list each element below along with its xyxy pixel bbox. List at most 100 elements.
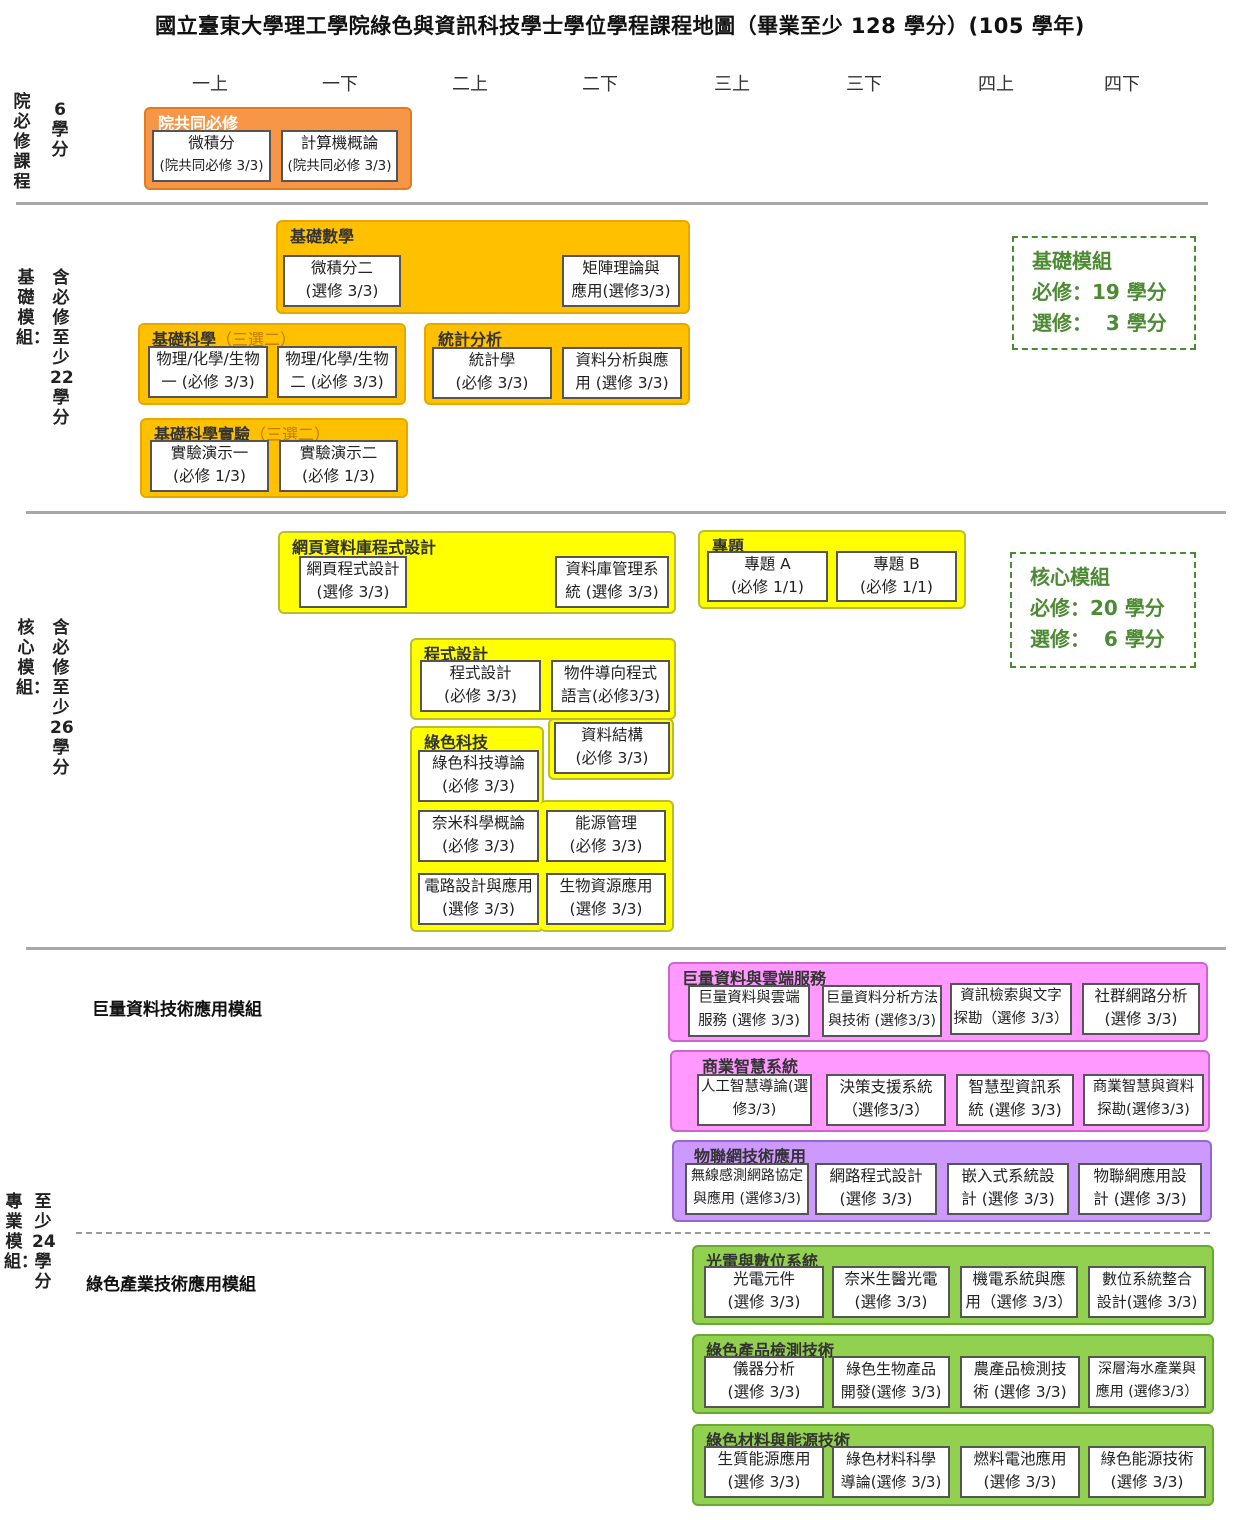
semester-header: 三下 (846, 74, 882, 95)
course-box[interactable]: 物聯網應用設計 (選修 3/3) (1078, 1163, 1202, 1215)
course-box[interactable]: 網頁程式設計(選修 3/3) (299, 556, 407, 608)
course-box[interactable]: 商業智慧與資料探勘(選修3/3) (1083, 1074, 1204, 1126)
semester-header: 二上 (452, 74, 488, 95)
course-text: (院共同必修 3/3) (159, 158, 264, 174)
module-label-bigdata: 巨量資料技術應用模組 (92, 1000, 262, 1020)
course-box[interactable]: 微積分二(選修 3/3) (283, 255, 401, 307)
course-box[interactable]: 光電元件(選修 3/3) (704, 1266, 824, 1318)
group-title: 基礎數學 (290, 227, 355, 246)
course-box[interactable]: 奈米科學概論(必修 3/3) (418, 810, 539, 862)
course-text: 儀器分析 (732, 1360, 795, 1378)
course-text: (選修 3/3) (854, 1293, 928, 1311)
course-box[interactable]: 能源管理(必修 3/3) (546, 810, 666, 862)
course-box[interactable]: 網路程式設計(選修 3/3) (815, 1163, 937, 1215)
course-text: 實驗演示二 (299, 444, 378, 462)
section-label-basic: 基礎模組： (16, 268, 50, 348)
section-credits-college: 6學分 (51, 100, 69, 160)
course-box[interactable]: 數位系統整合設計(選修 3/3) (1088, 1266, 1206, 1318)
course-box[interactable]: 物理/化學/生物一 (必修 3/3) (148, 346, 268, 398)
course-text: 物理/化學/生物 (156, 350, 260, 368)
course-box[interactable]: 決策支援系統 （選修3/3） (826, 1074, 946, 1126)
course-text: (選修 3/3) (569, 900, 643, 918)
course-text: 物聯網應用設 (1093, 1167, 1187, 1185)
course-box[interactable]: 微積分 (院共同必修 3/3) (152, 130, 271, 182)
course-box[interactable]: 深層海水產業與應用 (選修3/3） (1088, 1356, 1206, 1408)
course-box[interactable]: 資訊檢索與文字探勘（選修 3/3） (950, 983, 1072, 1035)
course-text: 生質能源應用 (717, 1450, 811, 1468)
course-box[interactable]: 專題 B(必修 1/1) (836, 551, 957, 602)
course-box[interactable]: 資料庫管理系統 (選修 3/3) (555, 556, 669, 608)
course-text: 決策支援系統 (839, 1078, 933, 1096)
course-box[interactable]: 物理/化學/生物二 (必修 3/3) (277, 346, 397, 398)
course-text: 農產品檢測技 (973, 1360, 1067, 1378)
section-credits-pro: 至少24學分 (32, 1192, 56, 1292)
course-box[interactable]: 生物資源應用(選修 3/3) (546, 873, 666, 925)
course-text: 微積分 (188, 134, 235, 152)
course-box[interactable]: 綠色能源技術(選修 3/3) (1088, 1446, 1206, 1498)
course-box[interactable]: 計算機概論(院共同必修 3/3) (281, 130, 398, 182)
course-box[interactable]: 巨量資料分析方法與技術 (選修3/3) (822, 985, 942, 1037)
course-box[interactable]: 社群網路分析(選修 3/3) (1082, 983, 1200, 1035)
course-text: 網路程式設計 (829, 1167, 923, 1185)
course-box[interactable]: 資料分析與應用 (選修 3/3) (562, 347, 682, 399)
course-box[interactable]: 燃料電池應用(選修 3/3) (960, 1446, 1080, 1498)
course-text: 探勘(選修3/3) (1097, 1102, 1190, 1118)
group-title: 商業智慧系統 (702, 1057, 799, 1076)
course-box[interactable]: 綠色材料科學導論(選修 3/3) (832, 1446, 950, 1498)
course-box[interactable]: 綠色科技導論(必修 3/3) (418, 750, 539, 802)
course-text: 物理/化學/生物 (285, 350, 389, 368)
course-text: (必修 1/1) (731, 578, 804, 596)
course-box[interactable]: 農產品檢測技術 (選修 3/3) (960, 1356, 1080, 1408)
course-text: (選修 3/3) (727, 1473, 801, 1491)
course-box[interactable]: 無線感測網路協定與應用 (選修3/3) (685, 1163, 809, 1215)
course-text: 無線感測網路協定 (691, 1168, 803, 1184)
course-box[interactable]: 資料結構(必修 3/3) (554, 722, 670, 774)
semester-header: 一下 (322, 74, 358, 95)
group-title: 物聯網技術應用 (694, 1147, 807, 1166)
course-box[interactable]: 儀器分析(選修 3/3) (704, 1356, 824, 1408)
semester-header: 一上 (192, 74, 228, 95)
course-text: 網頁程式設計 (306, 560, 400, 578)
course-text: （選修3/3） (842, 1101, 930, 1119)
course-text: 資料庫管理系 (565, 560, 659, 578)
course-box[interactable]: 程式設計(必修 3/3) (420, 660, 541, 712)
course-box[interactable]: 人工智慧導論(選修3/3) (697, 1074, 812, 1126)
course-text: 計 (選修 3/3) (1093, 1190, 1187, 1208)
group-title: 基礎科學（三選二） (152, 330, 297, 349)
course-box[interactable]: 生質能源應用 (選修 3/3) (704, 1446, 824, 1498)
course-text: 統 (選修 3/3) (968, 1101, 1062, 1119)
course-text: (必修 1/3) (302, 467, 375, 485)
course-text: (選修 3/3) (1110, 1473, 1184, 1491)
course-text: 與應用 (選修3/3) (693, 1191, 801, 1207)
semester-header: 四上 (978, 74, 1014, 95)
course-box[interactable]: 專題 A(必修 1/1) (707, 551, 828, 602)
section-divider (26, 511, 1226, 514)
course-text: (選修 3/3) (442, 900, 515, 918)
course-text: 修3/3) (732, 1102, 777, 1118)
course-box[interactable]: 統計學(必修 3/3) (432, 347, 552, 399)
course-box[interactable]: 電路設計與應用(選修 3/3) (418, 873, 539, 925)
section-divider (16, 202, 1208, 205)
course-box[interactable]: 巨量資料與雲端服務 (選修 3/3) (688, 985, 810, 1037)
course-box[interactable]: 矩陣理論與應用(選修3/3) (562, 255, 680, 307)
course-text: (必修 3/3) (442, 837, 515, 855)
section-label-core: 核心模組： (16, 618, 50, 698)
semester-header: 四下 (1104, 74, 1140, 95)
group-title: 網頁資料庫程式設計 (292, 538, 437, 557)
course-text: (選修 3/3) (1104, 1010, 1178, 1028)
course-text: 奈米生醫光電 (844, 1270, 938, 1288)
course-text: 用（選修 3/3） (965, 1293, 1073, 1311)
course-box[interactable]: 實驗演示二 (必修 1/3) (279, 440, 398, 492)
course-box[interactable]: 物件導向程式語言(必修3/3) (551, 660, 670, 712)
group-title: 院共同必修 (158, 114, 239, 133)
course-text: 二 (必修 3/3) (290, 373, 384, 391)
course-box[interactable]: 綠色生物產品開發(選修 3/3) (832, 1356, 950, 1408)
summary-core: 核心模組 必修：20 學分 選修： 6 學分 (1010, 552, 1196, 668)
module-divider (76, 1232, 1210, 1234)
course-box[interactable]: 奈米生醫光電 (選修 3/3) (832, 1266, 950, 1318)
course-box[interactable]: 智慧型資訊系統 (選修 3/3) (956, 1074, 1074, 1126)
course-box[interactable]: 嵌入式系統設計 (選修 3/3) (947, 1163, 1069, 1215)
course-box[interactable]: 實驗演示一(必修 1/3) (150, 440, 269, 492)
course-box[interactable]: 機電系統與應用（選修 3/3） (960, 1266, 1078, 1318)
summary-required: 必修：19 學分 (1032, 280, 1167, 304)
